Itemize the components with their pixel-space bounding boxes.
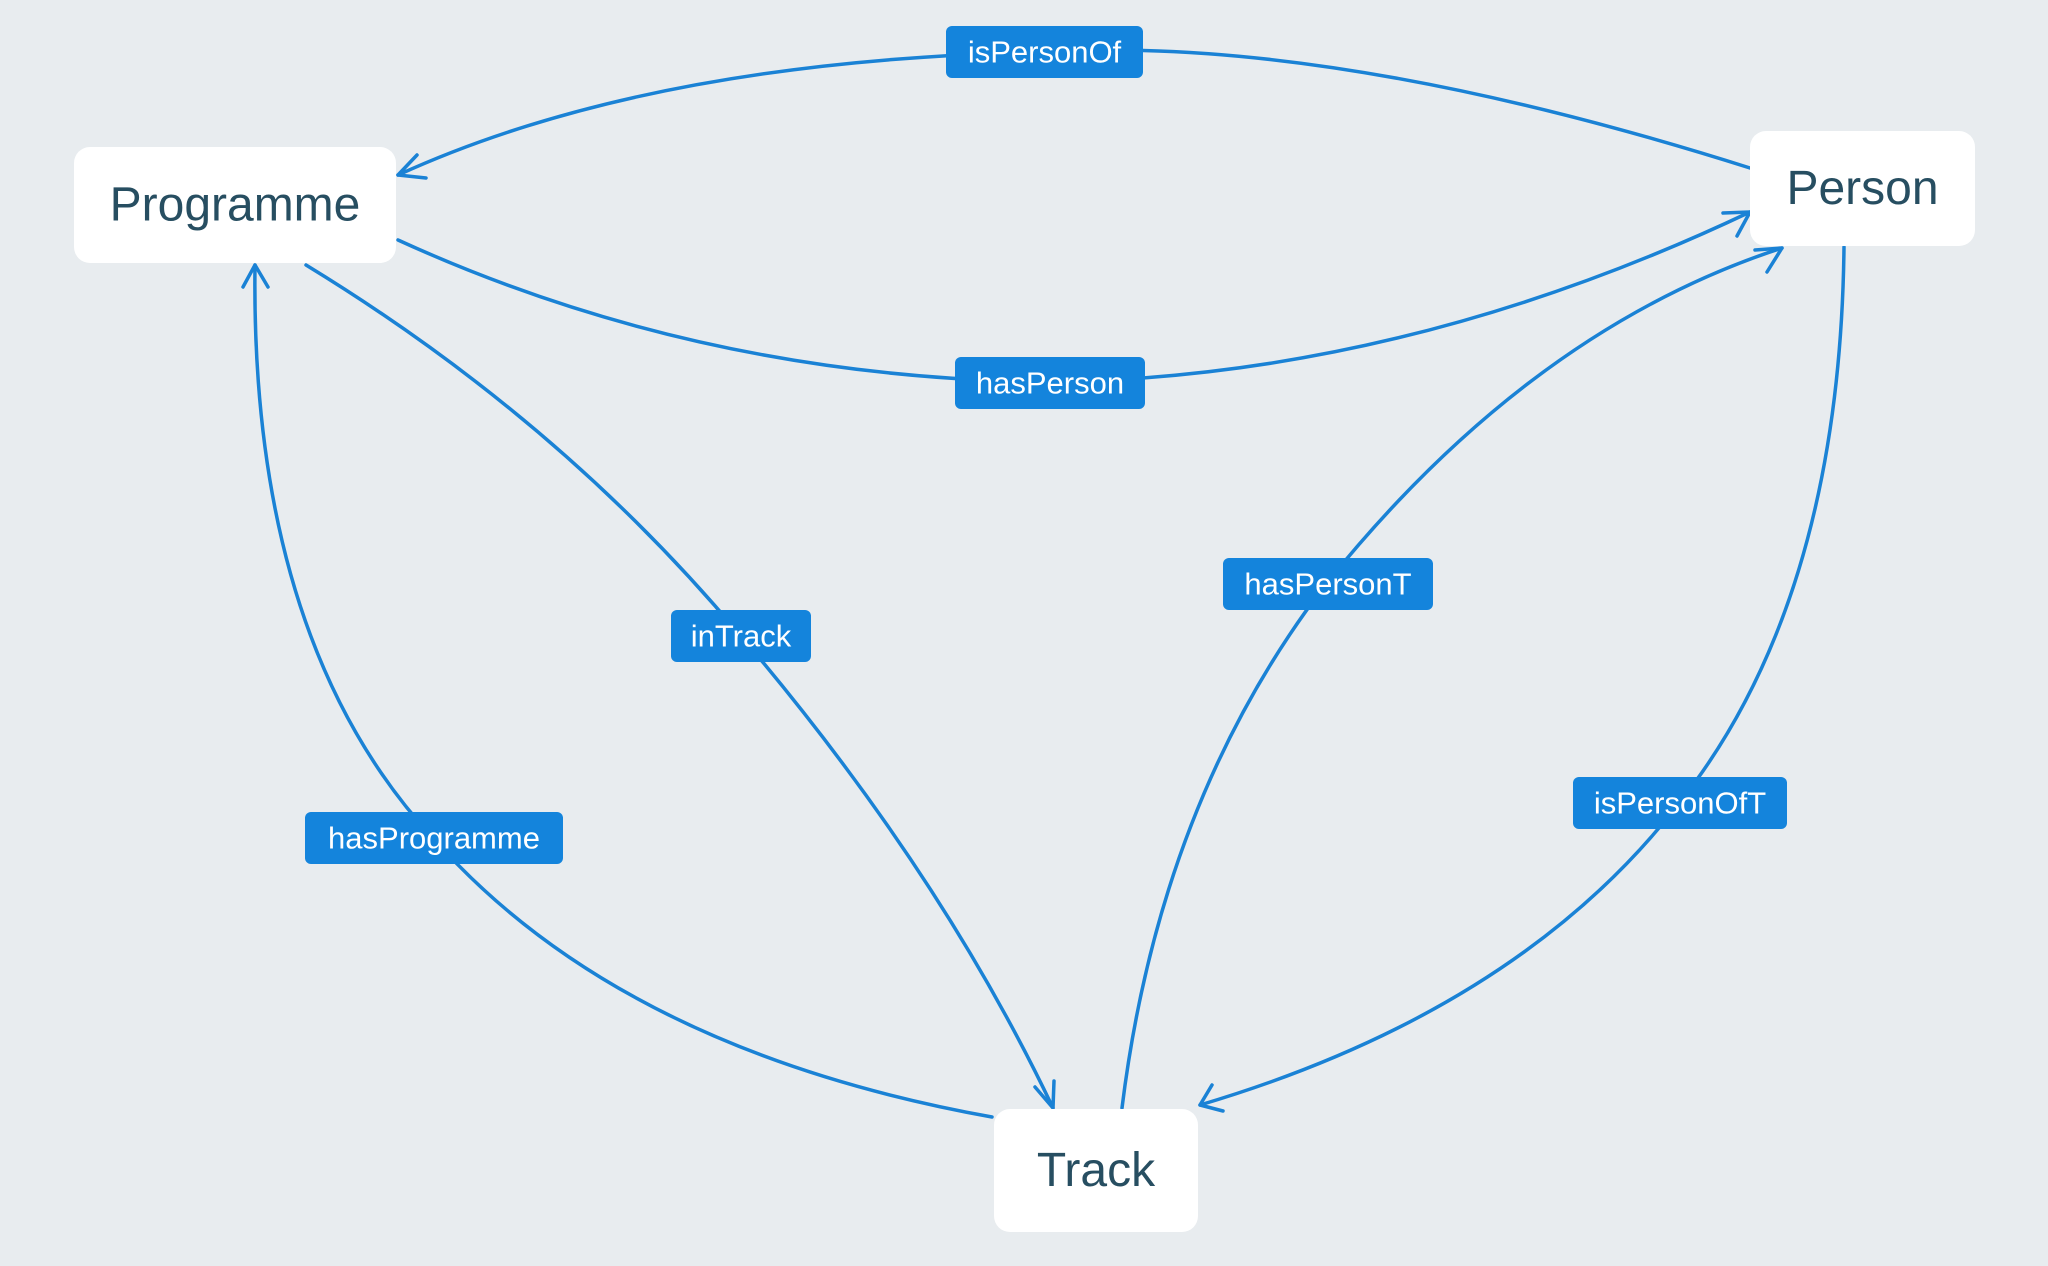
edge-in-track[interactable] [304, 263, 1056, 1110]
label-has-person[interactable]: hasPerson [955, 357, 1145, 409]
edge-has-person[interactable] [396, 210, 1752, 384]
label-in-track[interactable]: inTrack [671, 610, 811, 662]
node-track-label: Track [1037, 1144, 1156, 1197]
label-in-track-text: inTrack [691, 619, 792, 654]
node-programme[interactable]: Programme [74, 147, 396, 263]
label-is-person-of-text: isPersonOf [968, 35, 1122, 70]
arrowhead-icon [1198, 1083, 1225, 1113]
node-track[interactable]: Track [994, 1109, 1198, 1232]
label-has-programme-text: hasProgramme [328, 821, 540, 856]
label-is-person-of[interactable]: isPersonOf [946, 26, 1143, 78]
edge-is-person-of-t[interactable] [1198, 245, 1846, 1113]
node-person[interactable]: Person [1750, 131, 1975, 246]
arrowhead-icon [1033, 1079, 1056, 1110]
edge-is-person-of-t-line [1198, 245, 1846, 1107]
label-has-person-t[interactable]: hasPersonT [1223, 558, 1433, 610]
arrowhead-icon [1753, 246, 1784, 274]
edge-has-person-line [396, 210, 1752, 384]
label-has-person-t-text: hasPersonT [1244, 567, 1411, 602]
edge-has-programme-line [253, 263, 994, 1119]
label-has-person-text: hasPerson [976, 366, 1124, 401]
edge-has-person-t-line [1120, 246, 1784, 1110]
node-person-label: Person [1786, 162, 1938, 215]
label-is-person-of-t-text: isPersonOfT [1594, 786, 1766, 821]
edge-has-person-t[interactable] [1120, 246, 1784, 1110]
arrowhead-icon [396, 153, 428, 180]
label-has-programme[interactable]: hasProgramme [305, 812, 563, 864]
label-is-person-of-t[interactable]: isPersonOfT [1573, 777, 1787, 829]
arrowhead-icon [241, 263, 270, 289]
node-programme-label: Programme [110, 179, 361, 232]
edge-in-track-line [304, 263, 1055, 1110]
edge-has-programme[interactable] [241, 263, 994, 1119]
